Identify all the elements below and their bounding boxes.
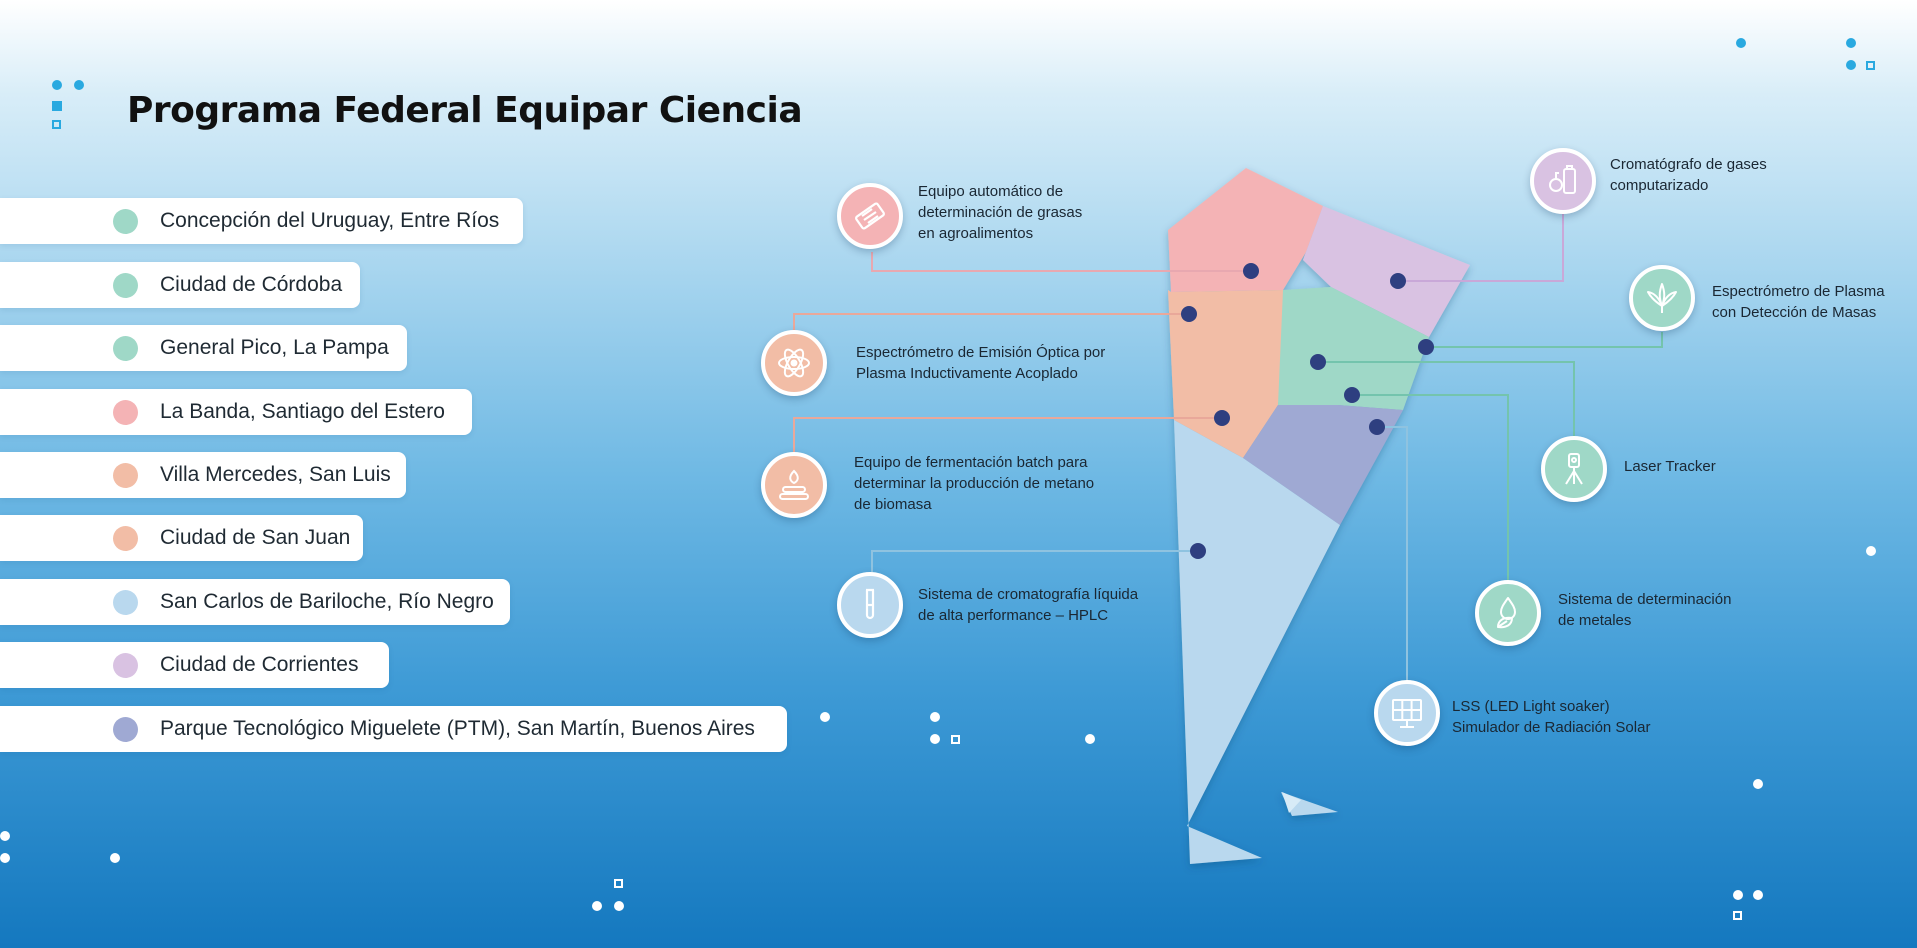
region-pink [1168,168,1323,292]
connector-laser [1318,361,1575,436]
laser-tripod-icon [1541,436,1607,502]
equipment-label: Laser Tracker [1624,456,1716,477]
location-color-dot [113,590,138,615]
region-light-blue [1174,420,1340,864]
location-marker [1310,354,1326,370]
connector-icp [793,313,1189,330]
location-item: Ciudad de San Juan [0,515,363,561]
location-marker [1418,339,1434,355]
equipment-label-line: en agroalimentos [918,225,1034,242]
location-item: Ciudad de Corrientes [0,642,389,688]
equipment-label: Sistema de cromatografía líquida de alta… [918,584,1138,626]
equipment-label-line: Laser Tracker [1624,458,1716,475]
location-label: Ciudad de Córdoba [160,273,343,296]
location-color-dot [113,526,138,551]
region-lavender [1303,206,1470,337]
location-color-dot [113,336,138,361]
location-marker [1344,387,1360,403]
location-color-dot [113,653,138,678]
connector-grasas [871,252,1251,272]
connector-gases [1398,214,1564,282]
water-drop-leaf-icon [1475,580,1541,646]
location-marker [1190,543,1206,559]
equipment-label-line: LSS (LED Light soaker) [1452,698,1610,715]
equipment-label-line: de metales [1558,612,1632,629]
location-label: Villa Mercedes, San Luis [160,463,391,486]
plant-leaf-icon [1629,265,1695,331]
title-decoration [52,80,86,132]
location-marker [1243,263,1259,279]
region-salmon [1168,290,1290,458]
shard-decoration [1282,792,1301,813]
equipment-label: Equipo de fermentación batch para determ… [854,452,1094,515]
location-label: San Carlos de Bariloche, Río Negro [160,590,494,613]
location-item: Ciudad de Córdoba [0,262,360,308]
region-periwinkle [1243,405,1403,525]
equipment-label: Cromatógrafo de gases computarizado [1610,154,1767,196]
biomass-flame-icon [761,452,827,518]
gas-chromatograph-icon [1530,148,1596,214]
location-item: Villa Mercedes, San Luis [0,452,406,498]
location-color-dot [113,717,138,742]
connector-lss [1377,426,1408,680]
region-mint [1278,287,1429,410]
connector-icpms [1426,332,1663,348]
equipment-label-line: computarizado [1610,177,1709,194]
equipment-label-line: determinar la producción de metano [854,475,1095,492]
food-bar-icon [837,183,903,249]
location-label: Parque Tecnológico Miguelete (PTM), San … [160,717,755,740]
location-label: General Pico, La Pampa [160,336,389,359]
location-item: San Carlos de Bariloche, Río Negro [0,579,510,625]
location-color-dot [113,273,138,298]
connector-hplc [871,550,1198,572]
equipment-label-line: Cromatógrafo de gases [1610,156,1767,173]
equipment-label-line: Sistema de cromatografía líquida [918,586,1139,603]
location-marker [1369,419,1385,435]
equipment-label-line: Sistema de determinación [1558,591,1732,608]
atom-icon [761,330,827,396]
equipment-label-line: Equipo automático de [918,183,1064,200]
location-marker [1214,410,1230,426]
equipment-label: Equipo automático de determinación de gr… [918,181,1082,244]
location-label: Ciudad de San Juan [160,526,351,549]
location-label: Ciudad de Corrientes [160,653,359,676]
equipment-label: Espectrómetro de Emisión Óptica por Plas… [856,342,1105,384]
location-color-dot [113,463,138,488]
equipment-label-line: Espectrómetro de Plasma [1712,283,1885,300]
equipment-label: Espectrómetro de Plasma con Detección de… [1712,281,1885,323]
location-color-dot [113,209,138,234]
equipment-label-line: determinación de grasas [918,204,1083,221]
equipment-label-line: de alta performance – HPLC [918,607,1109,624]
location-item: Parque Tecnológico Miguelete (PTM), San … [0,706,787,752]
connector-metales [1352,394,1509,580]
equipment-label: LSS (LED Light soaker) Simulador de Radi… [1452,696,1650,738]
equipment-label-line: Espectrómetro de Emisión Óptica por [856,344,1106,361]
page-title: Programa Federal Equipar Ciencia [127,90,803,131]
equipment-label-line: Plasma Inductivamente Acoplado [856,365,1078,382]
location-label: La Banda, Santiago del Estero [160,400,445,423]
location-item: Concepción del Uruguay, Entre Ríos [0,198,523,244]
equipment-label-line: con Detección de Masas [1712,304,1877,321]
equipment-label-line: Equipo de fermentación batch para [854,454,1088,471]
location-color-dot [113,400,138,425]
location-item: La Banda, Santiago del Estero [0,389,472,435]
equipment-label: Sistema de determinación de metales [1558,589,1731,631]
location-marker [1390,273,1406,289]
location-label: Concepción del Uruguay, Entre Ríos [160,209,500,232]
location-marker [1181,306,1197,322]
equipment-label-line: Simulador de Radiación Solar [1452,719,1651,736]
equipment-label-line: de biomasa [854,496,932,513]
solar-panel-icon [1374,680,1440,746]
location-item: General Pico, La Pampa [0,325,407,371]
test-tube-icon [837,572,903,638]
connector-biomasa [793,417,1222,452]
